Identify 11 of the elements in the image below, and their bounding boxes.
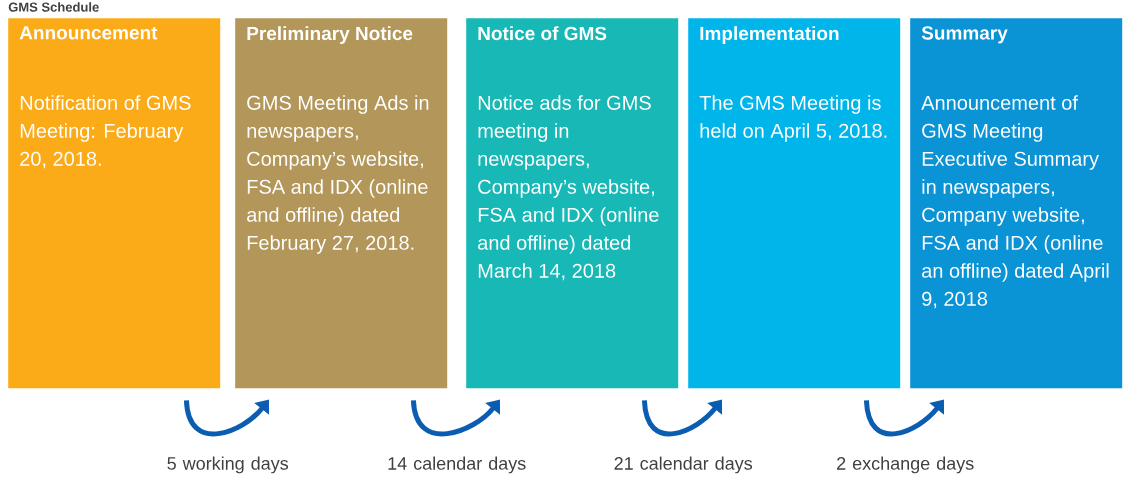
edge-label: 5 working days: [167, 456, 289, 474]
curved-arrow: [183, 399, 270, 437]
stage-box: Announcement Notification of GMS Meeting: February 20, 2018.: [8, 18, 221, 389]
stage-box: Implementation The GMS Meeting is held on April 5, 2018.: [688, 18, 901, 389]
stage-box: Preliminary Notice GMS Meeting Ads in newspapers, Company’s website, FSA and IDX (online and offline) dated February 27, 2018.: [235, 18, 448, 389]
edge-label: 14 calendar days: [388, 456, 526, 474]
edge-label: 21 calendar days: [614, 456, 753, 474]
stage-box: Summary Announcement of GMS Meeting Executive Summary in newspapers, Company website, FSA and IDX (online an offline) dated April 9, 2018: [910, 18, 1123, 389]
title: GMS Schedule: [8, 2, 99, 12]
edge-label: 2 exchange days: [837, 456, 974, 474]
stage-box: Notice of GMS Notice ads for GMS meeting in newspapers, Company’s website, FSA and IDX (online and offline) dated March 14, 2018: [466, 18, 679, 389]
